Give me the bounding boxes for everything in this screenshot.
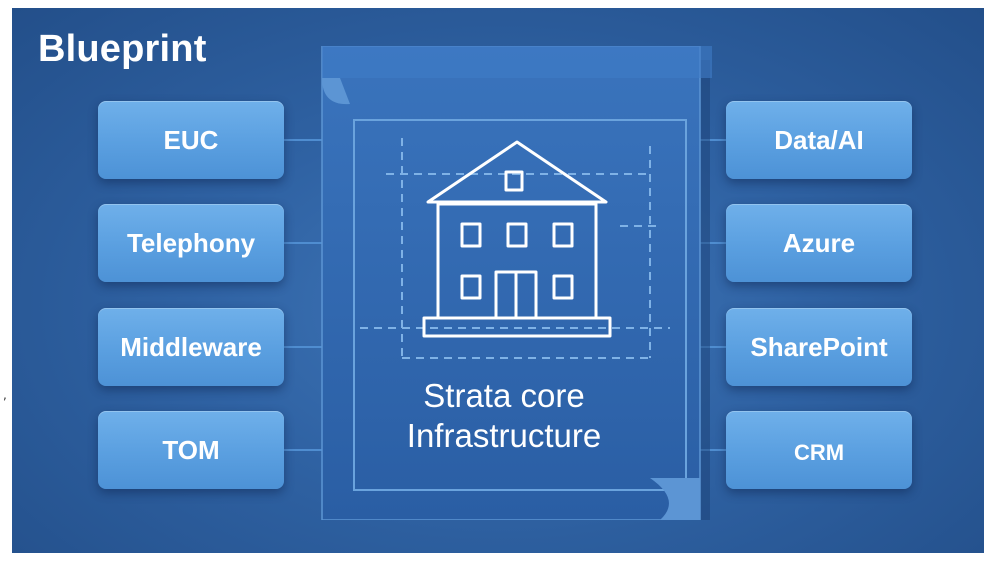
blueprint-sheet (321, 46, 712, 520)
center-label-line1: Strata core (423, 377, 585, 414)
node-label: Middleware (120, 331, 262, 362)
node-crm: CRM (726, 411, 912, 489)
connector-sharepoint (700, 346, 730, 348)
node-label: Telephony (126, 227, 256, 258)
connector-telephony (284, 242, 324, 244)
node-tom: TOM (98, 411, 284, 489)
node-label: Azure (782, 227, 856, 258)
center-label-line2: Infrastructure (406, 417, 602, 454)
node-label: CRM (793, 440, 845, 465)
blueprint-diagram: Blueprint (12, 8, 984, 553)
node-azure: Azure (726, 204, 912, 282)
connector-crm (700, 449, 730, 451)
edge-mark: , (3, 388, 7, 402)
node-sharepoint: SharePoint (726, 308, 912, 386)
blueprint-document (320, 46, 712, 520)
node-label: SharePoint (750, 331, 888, 362)
connector-middleware (284, 346, 324, 348)
node-euc: EUC (98, 101, 284, 179)
connector-tom (284, 449, 324, 451)
diagram-title: Blueprint (38, 28, 207, 70)
connector-azure (700, 242, 730, 244)
node-data-ai: Data/AI (726, 101, 912, 179)
node-middleware: Middleware (98, 308, 284, 386)
house-icon (422, 140, 612, 338)
connector-euc (284, 139, 324, 141)
node-label: TOM (162, 434, 220, 465)
center-label: Strata core Infrastructure (334, 376, 674, 456)
node-telephony: Telephony (98, 204, 284, 282)
node-label: Data/AI (774, 124, 864, 155)
node-label: EUC (163, 124, 219, 155)
connector-data-ai (700, 139, 730, 141)
